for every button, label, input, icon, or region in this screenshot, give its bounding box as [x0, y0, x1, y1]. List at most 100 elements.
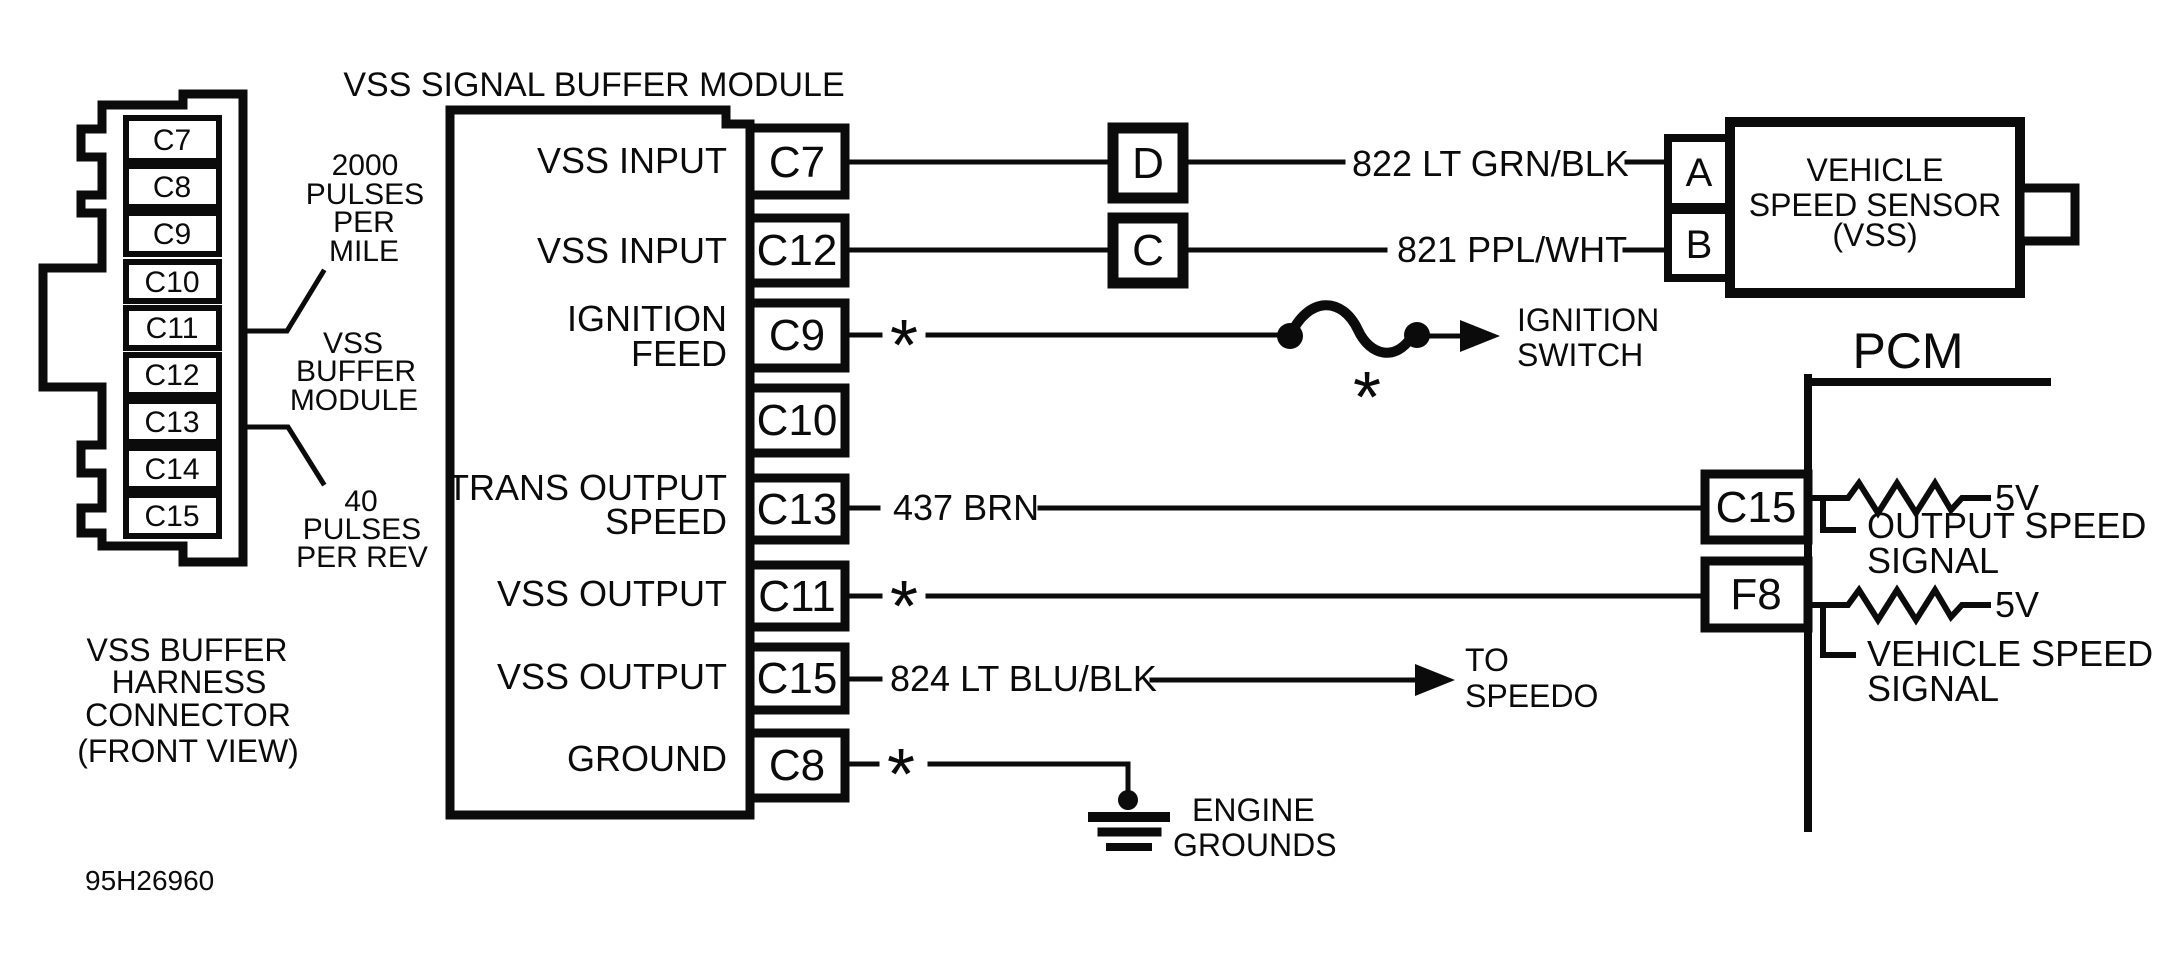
vehicle-speed-sensor-tab	[2015, 183, 2080, 246]
connector-caption-line-4: (FRONT VIEW)	[77, 733, 299, 769]
module-pin-box-c12	[745, 213, 850, 288]
engine-grounds-label-line-1: ENGINE	[1192, 792, 1315, 828]
wire-label-824-lt-blu-blk: 824 LT BLU/BLK	[890, 658, 1157, 699]
ignition-switch-label-line-1: IGNITION	[1517, 302, 1659, 338]
harness-pin-label-c14: C14	[144, 453, 199, 486]
harness-pin-label-c9: C9	[153, 218, 191, 251]
harness-pin-label-c15: C15	[144, 500, 199, 533]
module-pin-label-c11: C11	[758, 572, 835, 621]
output-speed-signal-tap	[1820, 499, 1856, 533]
resistor-output-speed	[1810, 477, 1991, 519]
module-row-label-ground: GROUND	[567, 738, 727, 779]
module-pin-label-c10: C10	[757, 396, 838, 445]
module-row-label-vss-input-2: VSS INPUT	[537, 230, 727, 271]
module-pin-label-c12: C12	[757, 226, 838, 275]
module-pin-label-c15: C15	[757, 654, 838, 703]
module-pin-box-c7	[745, 123, 850, 200]
vehicle-speed-signal-tap	[1820, 606, 1856, 658]
annotation-module: MODULE	[290, 384, 418, 417]
asterisk-fuse-link: *	[1353, 358, 1381, 438]
harness-pin-box-c11	[123, 305, 222, 351]
module-pin-label-c9: C9	[769, 311, 825, 360]
wire-c8-to-ground	[927, 761, 1131, 795]
resistor-vehicle-speed	[1810, 584, 1991, 626]
ignition-switch-label-line-2: SWITCH	[1517, 337, 1643, 373]
harness-pin-box-c13	[123, 398, 222, 445]
wire-label-822-lt-grn-blk: 822 LT GRN/BLK	[1352, 143, 1629, 184]
module-pin-box-c8	[745, 728, 850, 803]
pullup-5v-label-1: 5V	[1995, 477, 2039, 518]
module-row-label-speed: SPEED	[605, 501, 727, 542]
module-pin-box-c13	[745, 473, 850, 545]
harness-pin-label-c8: C8	[153, 171, 191, 204]
sensor-pin-label-a: A	[1686, 151, 1713, 195]
figure-id: 95H26960	[85, 865, 214, 896]
leader-line-2000-pulses	[240, 268, 327, 334]
sensor-pin-label-b: B	[1686, 223, 1713, 267]
output-speed-signal-label-line-2: SIGNAL	[1867, 540, 1999, 581]
harness-pin-label-c7: C7	[153, 124, 191, 157]
connector-caption-line-1: VSS BUFFER	[87, 632, 288, 668]
pcm-title: PCM	[1852, 323, 1963, 379]
module-row-label-vss-output-2: VSS OUTPUT	[497, 656, 727, 697]
asterisk-c9: *	[890, 306, 918, 386]
ground-junction-dot	[1118, 790, 1138, 810]
harness-pin-box-c7	[123, 115, 222, 164]
sensor-label-line-1: VEHICLE	[1807, 152, 1944, 188]
module-row-label-vss-input-1: VSS INPUT	[537, 140, 727, 181]
wire-label-821-ppl-wht: 821 PPL/WHT	[1397, 229, 1627, 270]
pcm-pin-box-c15	[1700, 469, 1813, 545]
asterisk-c8: *	[887, 735, 915, 815]
module-row-label-vss-output-1: VSS OUTPUT	[497, 573, 727, 614]
to-speedo-label-line-1: TO	[1465, 642, 1509, 678]
vehicle-speed-signal-label-line-2: SIGNAL	[1867, 668, 1999, 709]
pcm-pin-label-c15: C15	[1716, 483, 1797, 532]
pullup-5v-label-2: 5V	[1995, 584, 2039, 625]
module-pin-box-c10	[745, 383, 850, 458]
connector-caption-line-2: HARNESS	[112, 664, 267, 700]
module-title: VSS SIGNAL BUFFER MODULE	[343, 66, 844, 104]
asterisk-c11: *	[890, 567, 918, 647]
harness-pin-box-c9	[123, 210, 222, 257]
fuse-link-dot-right	[1404, 322, 1430, 348]
module-row-label-feed: FEED	[631, 333, 727, 374]
annotation-per-rev: PER REV	[296, 541, 428, 574]
fusible-link-squiggle	[1283, 300, 1419, 358]
connector-caption-line-3: CONNECTOR	[85, 697, 291, 733]
annotation-vss: VSS	[323, 327, 383, 360]
module-pin-box-c15	[745, 642, 850, 715]
harness-pin-box-c15	[123, 492, 222, 539]
ignition-arrowhead	[1460, 320, 1500, 352]
buffer-module-outline	[445, 105, 755, 820]
module-row-label-trans-output: TRANS OUTPUT	[447, 467, 727, 508]
harness-pin-label-c12: C12	[144, 359, 199, 392]
harness-pin-label-c13: C13	[144, 406, 199, 439]
module-row-label-ignition: IGNITION	[567, 298, 727, 339]
annotation-pulses: PULSES	[306, 178, 424, 211]
sensor-label-line-3: (VSS)	[1832, 217, 1917, 253]
annotation-mile: MILE	[329, 235, 399, 268]
pcm-pin-label-f8: F8	[1730, 570, 1781, 619]
pcm-pin-box-f8	[1700, 556, 1813, 633]
harness-pin-box-c8	[123, 163, 222, 210]
module-pin-label-c13: C13	[757, 485, 838, 534]
leader-line-40-pulses	[240, 424, 327, 487]
output-speed-signal-label-line-1: OUTPUT SPEED	[1867, 505, 2146, 546]
harness-pin-label-c11: C11	[146, 312, 199, 345]
annotation-2000: 2000	[332, 149, 399, 182]
wire-label-437-brn: 437 BRN	[893, 487, 1039, 528]
annotation-per: PER	[333, 206, 395, 239]
harness-pin-label-c10: C10	[144, 266, 199, 299]
sensor-label-line-2: SPEED SENSOR	[1749, 187, 2002, 223]
annotation-buffer: BUFFER	[296, 355, 416, 388]
module-pin-label-c8: C8	[769, 741, 825, 790]
harness-pin-box-c14	[123, 445, 222, 492]
annotation-40: 40	[344, 485, 377, 518]
splice-label-d: D	[1132, 139, 1164, 188]
annotation-pulses-2: PULSES	[303, 513, 421, 546]
harness-pin-box-c10	[123, 259, 222, 304]
harness-pin-box-c12	[123, 352, 222, 398]
module-pin-label-c7: C7	[769, 138, 825, 187]
